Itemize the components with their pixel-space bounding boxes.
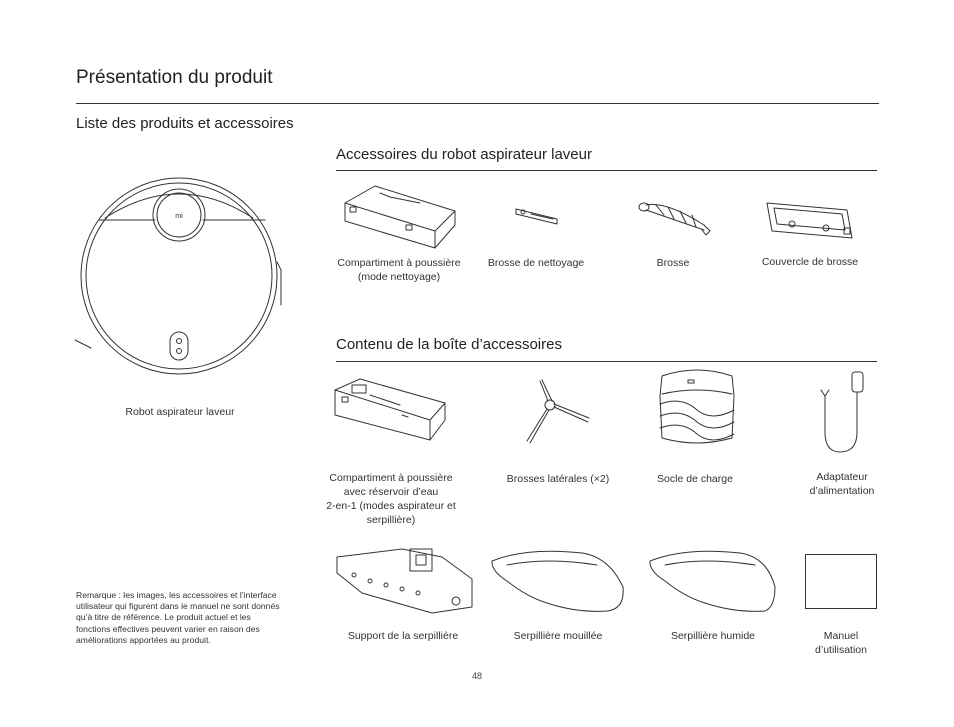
section-title-box-contents: Contenu de la boîte d’accessoires (336, 336, 562, 353)
water-tank-dustbin-label-line4: serpillière) (366, 514, 416, 526)
water-tank-dustbin-label-line3: 2-en-1 (modes aspirateur et (326, 500, 456, 512)
dustbin-label-line1: Compartiment à poussière (337, 257, 461, 269)
dock-label: Socle de charge (657, 473, 733, 485)
side-brushes-label: Brosses latérales (×2) (506, 473, 610, 485)
manual-label-line1: Manuel (823, 630, 859, 642)
page-number: 48 (471, 671, 482, 681)
manual-label: Manuel d’utilisation (796, 629, 886, 657)
mop-cloth-illustration (491, 550, 624, 612)
dustbin-illustration (344, 185, 456, 249)
section-subtitle: Liste des produits et accessoires (76, 115, 294, 132)
adapter-label-line2: d’alimentation (809, 485, 875, 497)
disclaimer-note: Remarque : les images, les accessoires e… (76, 590, 280, 645)
main-brush-illustration (638, 202, 711, 236)
title-divider (76, 103, 879, 104)
damp-mop-label: Serpillière humide (670, 630, 756, 642)
section-title-robot-accessories: Accessoires du robot aspirateur laveur (336, 146, 592, 163)
cleaning-brush-label: Brosse de nettoyage (487, 257, 585, 269)
manual-illustration (805, 554, 877, 609)
water-tank-dustbin-illustration (334, 378, 446, 441)
dustbin-label: Compartiment à poussière (mode nettoyage… (320, 256, 478, 284)
manual-label-line2: d’utilisation (815, 644, 867, 656)
dustbin-label-line2: (mode nettoyage) (357, 271, 441, 283)
water-tank-dustbin-label-line2: avec réservoir d’eau (343, 486, 439, 498)
robot-vacuum-illustration: mi (74, 177, 282, 375)
adapter-label: Adaptateur d’alimentation (792, 470, 892, 498)
brush-cover-label: Couvercle de brosse (761, 256, 859, 268)
water-tank-dustbin-label-line1: Compartiment à poussière (329, 472, 453, 484)
adapter-label-line1: Adaptateur (816, 471, 868, 483)
brush-label: Brosse (656, 257, 690, 269)
mop-mount-illustration (336, 548, 473, 614)
section-divider-1 (336, 170, 877, 171)
cleaning-brush-illustration (515, 208, 558, 225)
wet-mop-label: Serpillière mouillée (513, 630, 603, 642)
page-title: Présentation du produit (76, 67, 273, 88)
power-adapter-illustration (820, 371, 864, 453)
mop-mount-label: Support de la serpillière (347, 630, 459, 642)
robot-label: Robot aspirateur laveur (125, 406, 235, 418)
mop-cloth-illustration (649, 550, 776, 612)
section-divider-2 (336, 361, 877, 362)
brush-cover-illustration (766, 202, 853, 239)
side-brush-illustration (526, 379, 590, 444)
water-tank-dustbin-label: Compartiment à poussière avec réservoir … (312, 471, 470, 527)
charging-dock-illustration (659, 369, 735, 444)
robot-logo-text: mi (175, 213, 183, 220)
